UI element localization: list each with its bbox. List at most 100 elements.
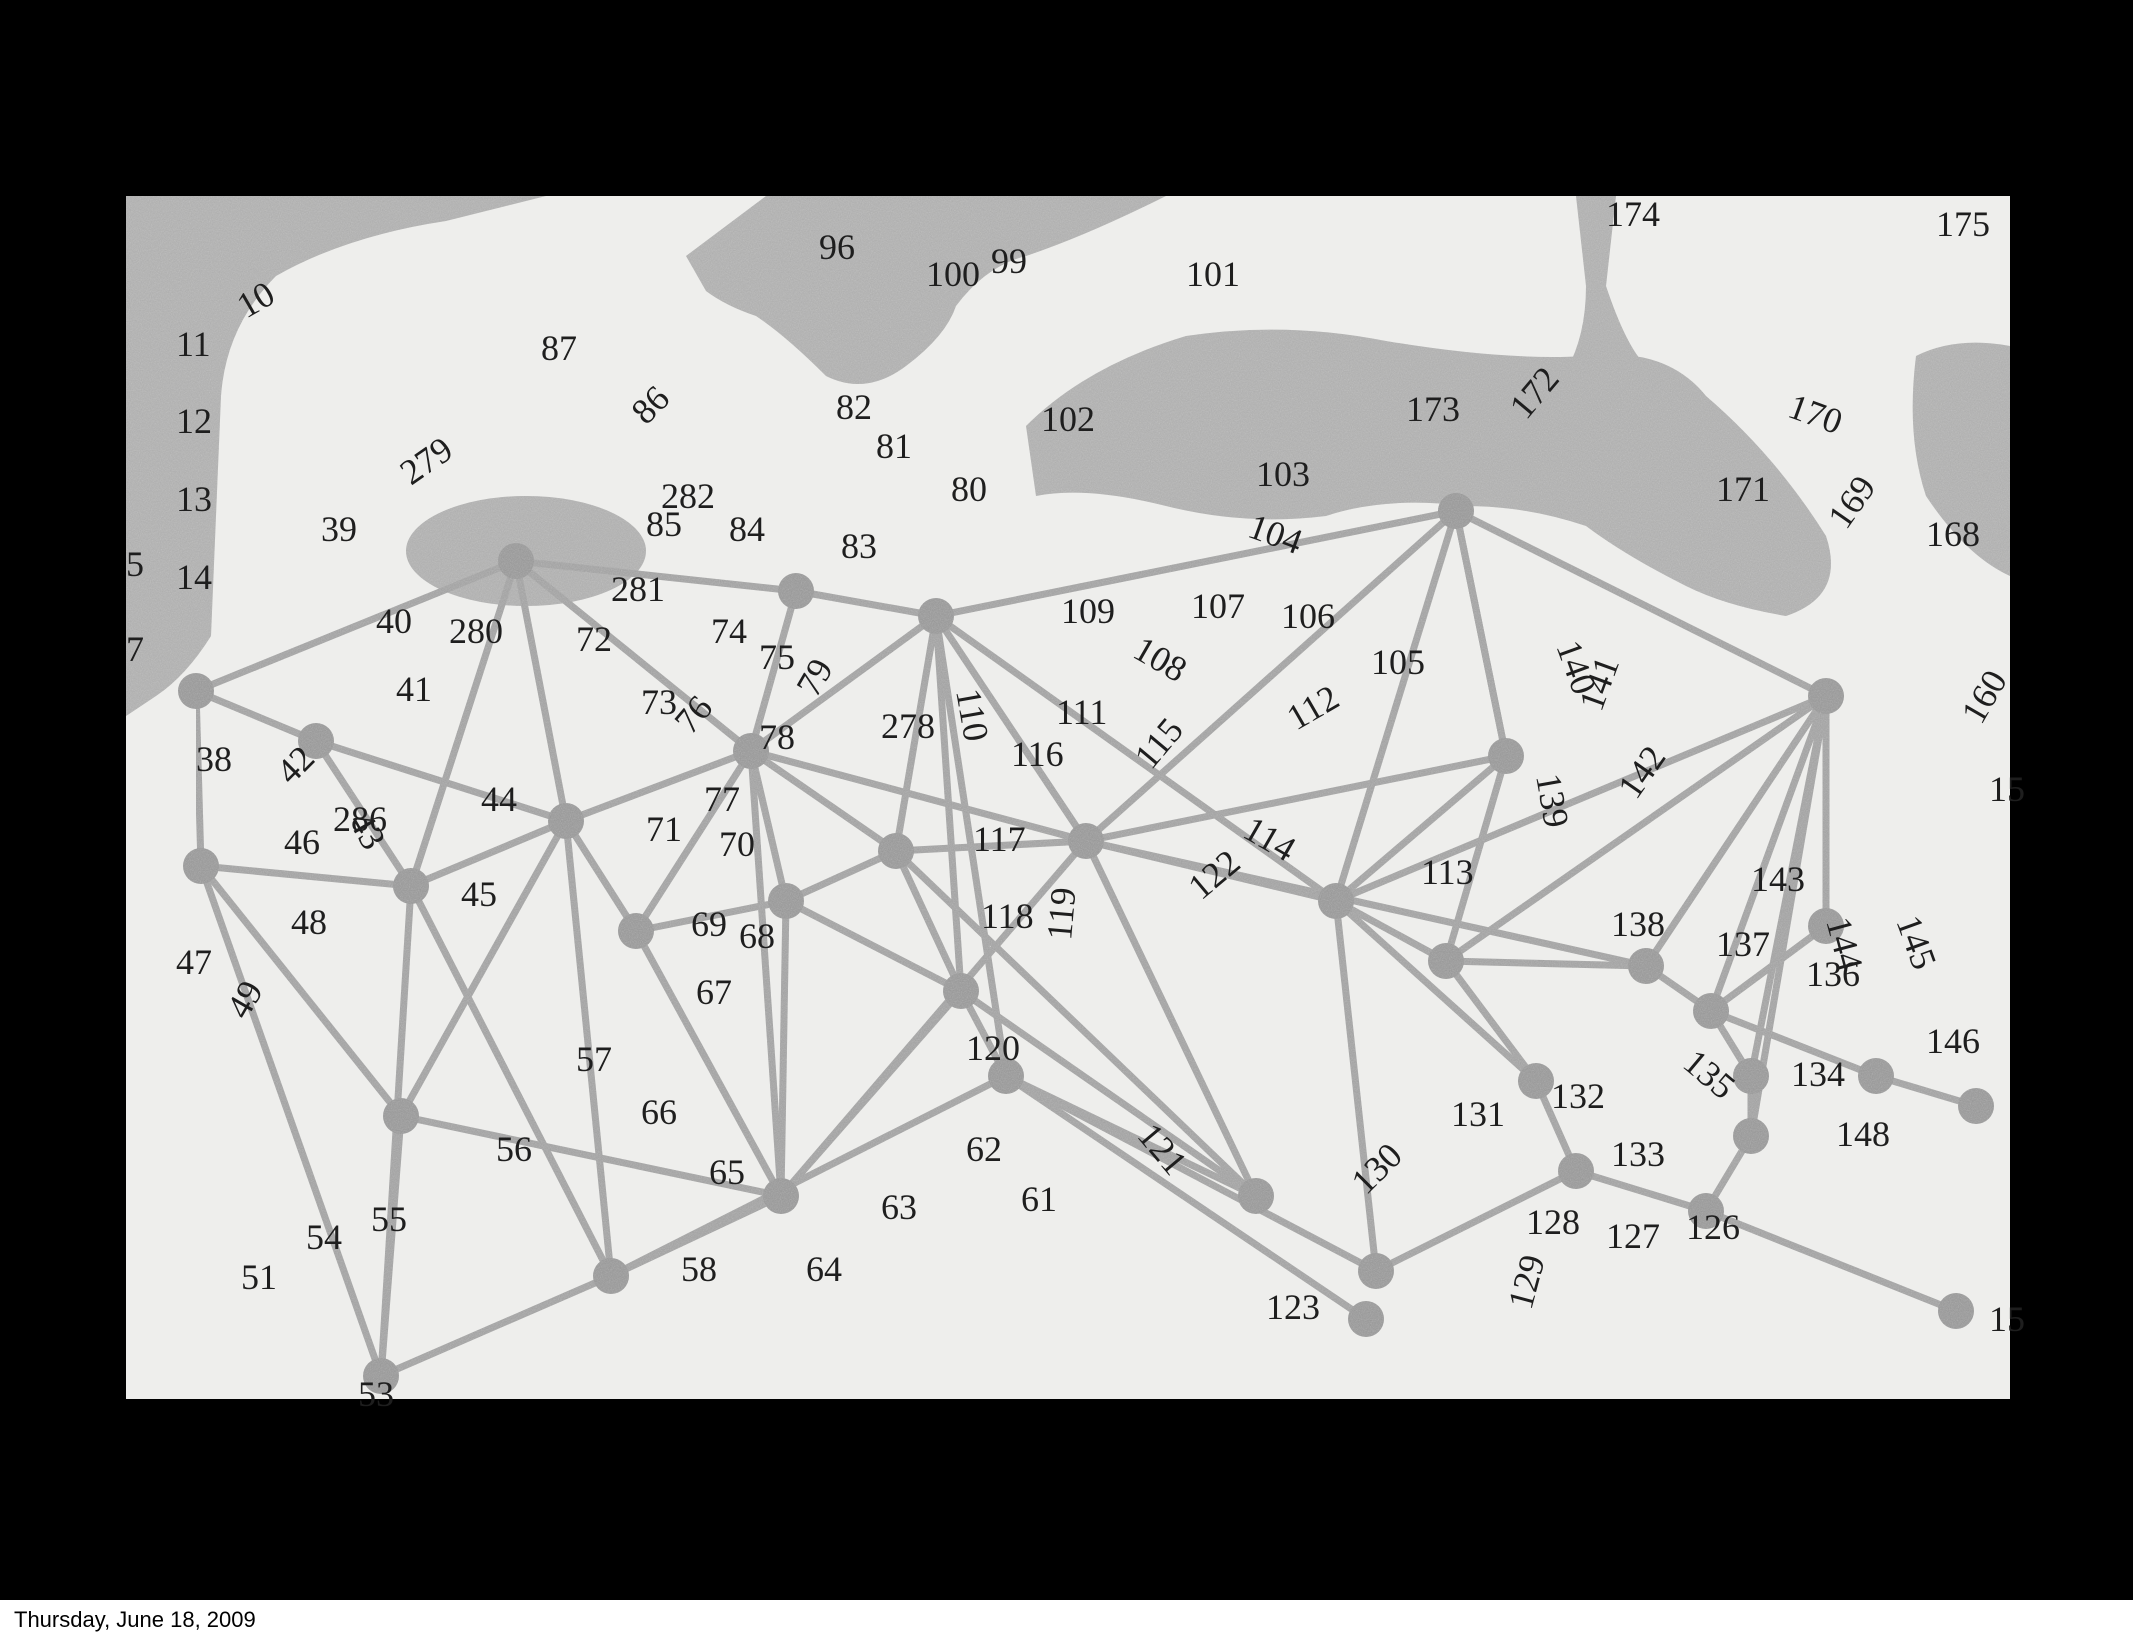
junction-node (988, 1058, 1024, 1094)
junction-node (763, 1178, 799, 1214)
number-label: 143 (1751, 859, 1805, 899)
number-label: 40 (376, 601, 412, 641)
strand-line (1707, 1007, 1880, 1080)
strand-line (1702, 1207, 1960, 1315)
strand-line (1332, 507, 1460, 905)
junction-nodes (178, 493, 1994, 1394)
strand-line (512, 557, 800, 595)
number-label: 146 (1926, 1021, 1980, 1061)
number-label: 99 (991, 241, 1027, 281)
number-label: 5 (126, 544, 144, 584)
junction-node (593, 1258, 629, 1294)
junction-node (918, 598, 954, 634)
number-label: 169 (1820, 468, 1884, 535)
strand-line (562, 817, 640, 935)
strand-line (777, 897, 790, 1200)
junction-node (1858, 1058, 1894, 1094)
strand-line (197, 862, 415, 890)
number-label: 15 (1989, 1299, 2025, 1339)
footer-date: Thursday, June 18, 2009 (14, 1607, 256, 1632)
strand-line (377, 1272, 615, 1380)
number-label: 39 (321, 509, 357, 549)
junction-node (1318, 883, 1354, 919)
strand-line (377, 1112, 405, 1380)
number-label: 57 (576, 1039, 612, 1079)
number-label: 126 (1686, 1207, 1740, 1247)
number-label: 74 (711, 611, 747, 651)
strand-line (892, 837, 1090, 855)
number-label: 278 (881, 706, 935, 746)
strand-line (312, 737, 570, 825)
strand-line (1452, 507, 1510, 760)
number-label: 280 (449, 611, 503, 651)
junction-node (768, 883, 804, 919)
junction-node (1628, 948, 1664, 984)
number-label: 100 (926, 254, 980, 294)
strand-line (782, 897, 965, 995)
number-label: 105 (1371, 642, 1425, 682)
number-label: 137 (1716, 924, 1770, 964)
footer-bar: Thursday, June 18, 2009 (0, 1600, 2133, 1641)
number-label: 174 (1606, 194, 1660, 234)
number-label: 87 (541, 328, 577, 368)
number-label: 139 (1528, 770, 1577, 830)
number-label: 103 (1256, 454, 1310, 494)
strand-line (512, 557, 570, 825)
strand-line (932, 612, 1010, 1080)
number-label: 136 (1806, 954, 1860, 994)
strand-line (1452, 507, 1830, 700)
strand-line (932, 612, 1090, 845)
strand-line (1082, 507, 1460, 845)
number-label: 120 (966, 1028, 1020, 1068)
junction-node (1733, 1118, 1769, 1154)
junction-node (1348, 1301, 1384, 1337)
number-label: 110 (948, 685, 997, 744)
number-label: 83 (841, 526, 877, 566)
number-label: 282 (661, 476, 715, 516)
strand-line (397, 1112, 785, 1200)
number-label: 82 (836, 387, 872, 427)
number-label: 49 (218, 974, 271, 1025)
strand-line (1747, 692, 1830, 1080)
strand-line (192, 557, 520, 695)
number-label: 114 (1237, 808, 1303, 869)
strand-line (192, 687, 320, 745)
number-labels: 5710111213143839404142434445464748495153… (126, 194, 2025, 1414)
number-label: 12 (176, 401, 212, 441)
strand-line (192, 687, 205, 870)
strand-line (777, 837, 1090, 1200)
number-label: 118 (981, 896, 1034, 936)
number-label: 286 (333, 799, 387, 839)
number-label: 112 (1280, 677, 1346, 738)
strand-line (782, 847, 900, 905)
strand-line (747, 747, 900, 855)
strand-line (197, 862, 405, 1120)
junction-node (1688, 1193, 1724, 1229)
number-label: 75 (759, 637, 795, 677)
strand-line (747, 747, 1090, 845)
number-label: 130 (1343, 1135, 1409, 1201)
junction-node (1428, 943, 1464, 979)
strand-line (1002, 1072, 1370, 1323)
strand-line (1082, 837, 1260, 1200)
number-label: 116 (1011, 734, 1064, 774)
number-label: 129 (1500, 1251, 1553, 1314)
number-label: 70 (719, 824, 755, 864)
strand-line (1707, 922, 1830, 1015)
number-label: 281 (611, 569, 665, 609)
strand-line (397, 817, 570, 1120)
number-label: 78 (759, 717, 795, 757)
number-label: 55 (371, 1199, 407, 1239)
strand-line (957, 987, 1260, 1200)
number-label: 61 (1021, 1179, 1057, 1219)
junction-node (943, 973, 979, 1009)
strand-line (1082, 837, 1650, 970)
junction-node (778, 573, 814, 609)
strand-line (1332, 897, 1540, 1085)
number-label: 62 (966, 1129, 1002, 1169)
number-label: 44 (481, 779, 517, 819)
strand-line (312, 737, 415, 890)
number-label: 123 (1266, 1287, 1320, 1327)
strand-line (407, 557, 520, 890)
